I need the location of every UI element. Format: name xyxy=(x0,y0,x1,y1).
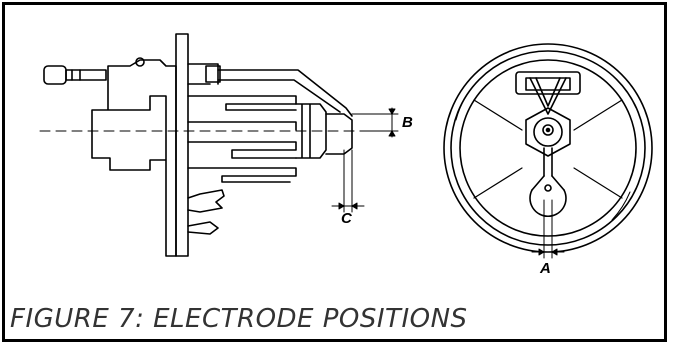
cooling-fins xyxy=(187,63,297,235)
wire-clip xyxy=(205,65,221,83)
nozzle-tip xyxy=(325,113,353,155)
dimension-b xyxy=(351,107,399,138)
label-b: B xyxy=(402,114,413,131)
figure-caption: FIGURE 7: ELECTRODE POSITIONS xyxy=(10,304,468,334)
figure-frame xyxy=(2,2,667,342)
spokes xyxy=(473,99,623,199)
electrode-stem xyxy=(529,147,567,217)
outer-ring xyxy=(443,43,653,253)
side-view xyxy=(39,33,399,257)
electrode-bracket xyxy=(515,71,581,115)
front-view xyxy=(443,43,653,259)
dimension-a xyxy=(531,199,565,259)
label-a: A xyxy=(540,260,551,277)
electrode-lead xyxy=(43,65,107,85)
air-cone xyxy=(459,59,637,237)
mounting-flange xyxy=(175,33,189,257)
label-c: C xyxy=(341,210,352,227)
dimension-c xyxy=(331,149,365,213)
nozzle-hex xyxy=(525,107,571,157)
screw-head xyxy=(135,57,145,67)
electrode-wire xyxy=(217,69,353,117)
burner-housing xyxy=(91,59,177,257)
